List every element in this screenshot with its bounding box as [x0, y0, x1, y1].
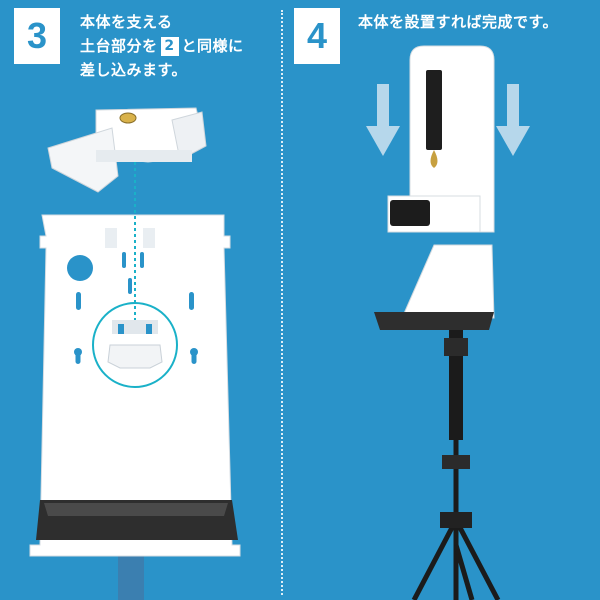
round-hole — [67, 255, 93, 281]
level-window — [426, 70, 442, 150]
pole-clamp — [442, 455, 470, 469]
tray-inner — [44, 503, 228, 516]
step-3-caption-line-2-start: 土台部分を — [80, 37, 158, 55]
step-3-caption-line-2-end: と同様に — [181, 37, 244, 55]
mounting-slot — [122, 252, 126, 268]
detail-clip — [107, 344, 163, 369]
step-3-caption-line-1: 本体を支える — [80, 13, 173, 31]
mounting-slot — [189, 292, 194, 310]
mounting-slot — [76, 292, 81, 310]
top-notch — [105, 228, 117, 248]
sensor-window — [390, 200, 430, 226]
keyhole — [190, 348, 198, 364]
down-arrow-icon — [496, 84, 530, 156]
down-arrow-icon — [366, 84, 400, 156]
step-3-caption-line-3: 差し込みます。 — [80, 61, 188, 79]
pole-clamp — [444, 338, 468, 356]
top-notch — [143, 228, 155, 248]
assembled-stand-illustration — [366, 45, 530, 600]
mounting-slot — [140, 252, 144, 268]
step-2-reference-badge: 2 — [160, 37, 179, 56]
tripod-pole — [118, 548, 144, 600]
drop-logo-icon — [430, 150, 438, 168]
step-4-caption: 本体を設置すれば完成です。 — [358, 10, 598, 34]
step-4-number: 4 — [294, 8, 340, 64]
stand-pole — [449, 330, 463, 440]
drip-tray — [374, 312, 494, 330]
dispense-dot — [439, 237, 445, 243]
step-4-panel: 4 本体を設置すれば完成です。 — [284, 0, 600, 600]
mount-base-plate — [401, 244, 495, 319]
detail-slot — [146, 324, 152, 334]
panel-divider — [281, 10, 283, 595]
tripod-hub — [440, 512, 472, 528]
step-4-caption-text: 本体を設置すれば完成です。 — [358, 13, 559, 31]
detail-slot — [118, 324, 124, 334]
mounting-slot — [128, 278, 132, 294]
step-3-number: 3 — [14, 8, 60, 64]
dispense-dot — [453, 237, 459, 243]
keyhole — [74, 348, 82, 364]
base-assembly-illustration — [29, 107, 241, 600]
bracket-clip — [47, 107, 207, 193]
